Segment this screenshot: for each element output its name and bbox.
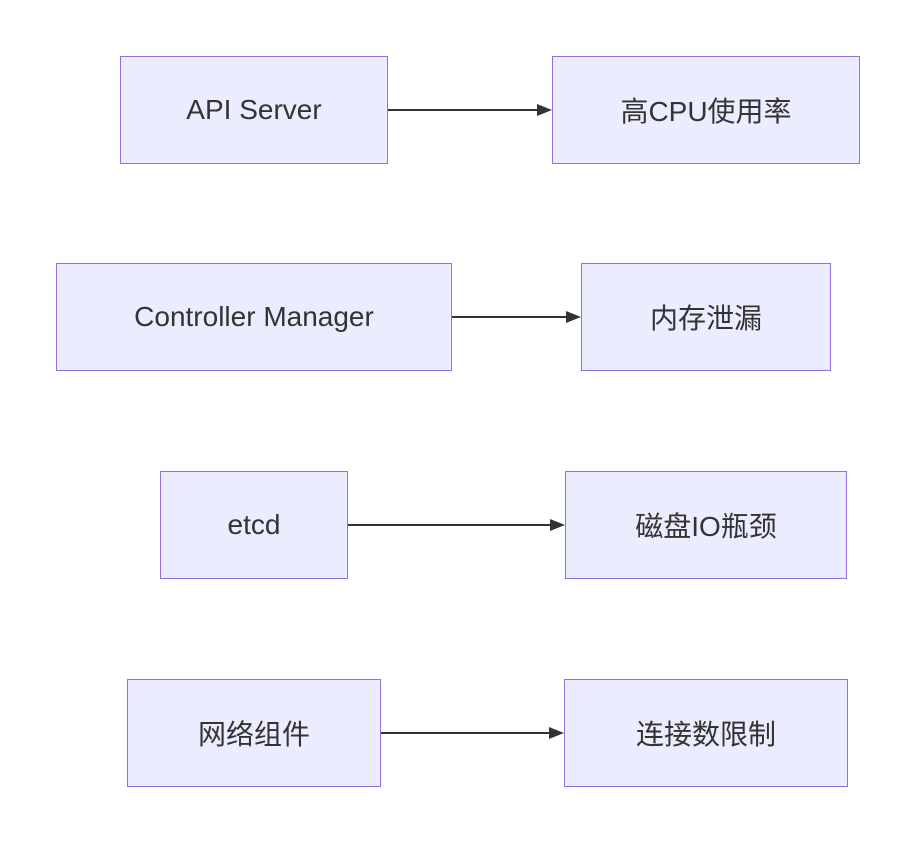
target-node-disk-io: 磁盘IO瓶颈 — [565, 471, 847, 579]
node-label: 磁盘IO瓶颈 — [635, 511, 777, 542]
arrow-line — [452, 316, 570, 319]
source-node-network-component: 网络组件 — [127, 679, 381, 787]
arrow-line — [348, 524, 554, 527]
source-node-etcd: etcd — [160, 471, 348, 579]
flow-row-controller-manager: Controller Manager 内存泄漏 — [0, 263, 912, 371]
arrowhead-icon — [566, 310, 581, 323]
source-node-api-server: API Server — [120, 56, 388, 164]
arrow-line — [381, 732, 553, 735]
arrow-line — [388, 109, 541, 112]
flow-row-etcd: etcd 磁盘IO瓶颈 — [0, 471, 912, 579]
node-label: 内存泄漏 — [649, 303, 762, 334]
flow-row-network: 网络组件 连接数限制 — [0, 679, 912, 787]
node-label: 连接数限制 — [635, 719, 776, 750]
flow-row-api-server: API Server 高CPU使用率 — [0, 56, 912, 164]
node-label: etcd — [227, 509, 281, 540]
arrowhead-icon — [537, 103, 552, 116]
target-node-memory-leak: 内存泄漏 — [581, 263, 831, 371]
target-node-high-cpu: 高CPU使用率 — [552, 56, 860, 164]
arrowhead-icon — [549, 726, 564, 739]
node-label: API Server — [186, 94, 322, 125]
node-label: Controller Manager — [134, 301, 374, 332]
arrowhead-icon — [550, 518, 565, 531]
target-node-connection-limit: 连接数限制 — [564, 679, 848, 787]
node-label: 高CPU使用率 — [620, 96, 792, 127]
source-node-controller-manager: Controller Manager — [56, 263, 452, 371]
node-label: 网络组件 — [197, 719, 310, 750]
